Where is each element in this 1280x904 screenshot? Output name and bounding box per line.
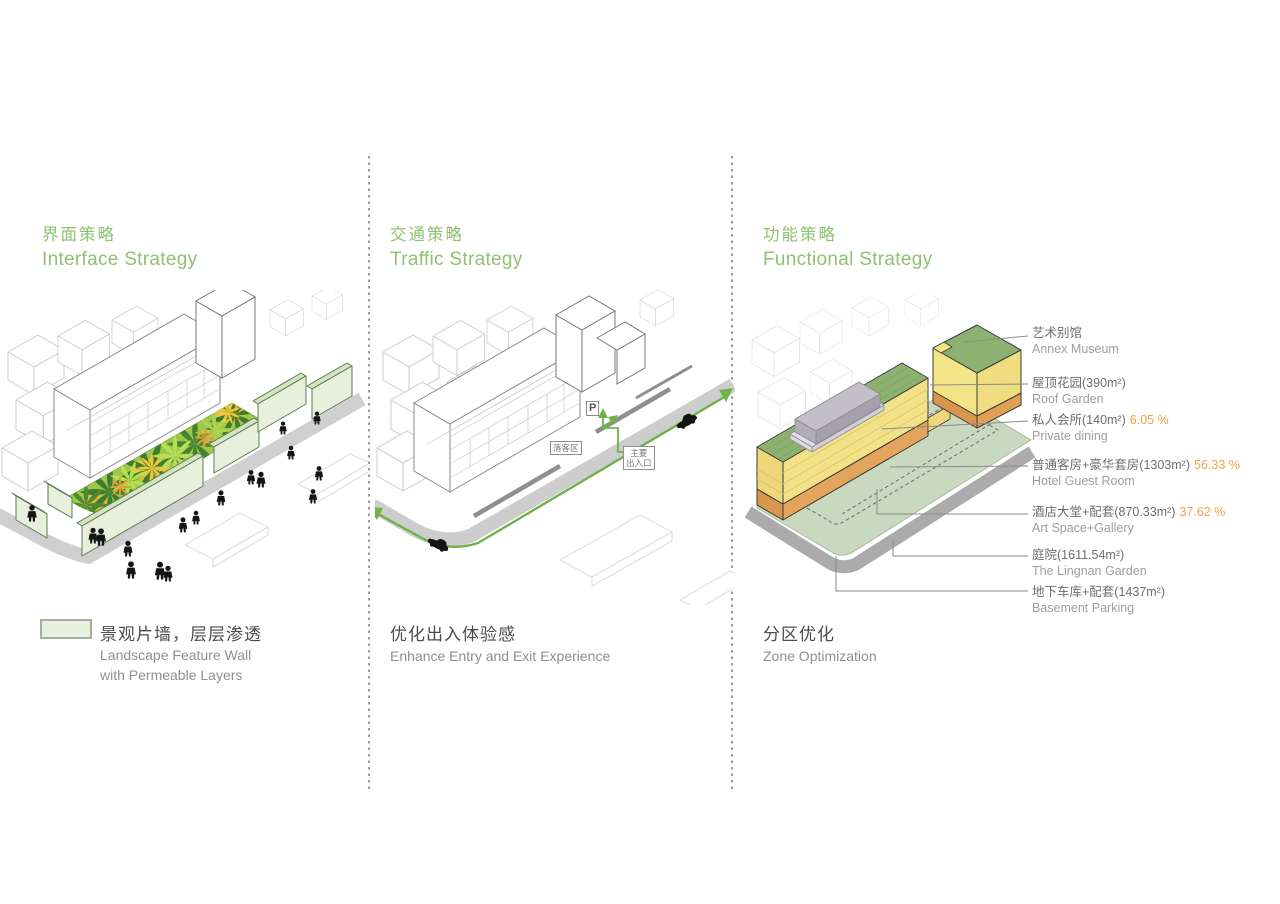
traffic-caption-en: Enhance Entry and Exit Experience [390, 648, 611, 664]
annotation-lingnan-garden: 庭院(1611.54m²) The Lingnan Garden [1032, 548, 1147, 579]
main-entrance-label: 主要 出入口 [623, 446, 655, 471]
road-medians [472, 364, 693, 518]
annotation-roof-garden: 屋顶花园(390m²) Roof Garden [1032, 376, 1130, 407]
functional-strategy-diagram [745, 295, 1035, 592]
annotation-zh: 艺术别馆 [1032, 326, 1083, 340]
annotation-pct: 37.62 % [1179, 505, 1226, 519]
parking-icon: P [586, 401, 600, 417]
annotation-en: The Lingnan Garden [1032, 563, 1147, 578]
dropoff-zone-label: 落客区 [550, 441, 582, 456]
functional-caption-en: Zone Optimization [763, 648, 877, 664]
functional-title-en: Functional Strategy [763, 249, 933, 270]
annotation-en: Basement Parking [1032, 600, 1135, 615]
annotation-pct: 6.05 % [1129, 413, 1169, 427]
street-road [0, 392, 366, 564]
private-dining-box [789, 381, 885, 453]
functional-caption-zh: 分区优化 [763, 625, 835, 644]
annex-tower [194, 290, 257, 379]
main-entrance-line1: 主要 [630, 448, 648, 458]
route-arrow-west [375, 507, 383, 520]
main-building [53, 313, 221, 479]
panel-title-functional: 功能策略 Functional Strategy [763, 221, 932, 271]
interface-caption-en-line1: Landscape Feature Wall [100, 647, 252, 663]
foreground-blocks [184, 453, 368, 568]
annotation-zh: 酒店大堂+配套(870.33m²)37.62 % [1032, 505, 1226, 519]
courtyard-ground [756, 390, 1032, 556]
road-shadow [745, 446, 1035, 574]
interface-title-zh: 界面策略 [42, 226, 116, 244]
landscape-wall-swatch [40, 619, 92, 639]
annotation-pct: 56.33 % [1194, 458, 1240, 472]
traffic-title-zh: 交通策略 [390, 226, 464, 244]
annotation-zh: 屋顶花园(390m²) [1032, 376, 1126, 390]
annotation-en: Private dining [1032, 428, 1108, 443]
traffic-caption-zh: 优化出入体验感 [390, 625, 516, 644]
annotation-en: Art Space+Gallery [1032, 520, 1134, 535]
main-entrance-line2: 出入口 [626, 458, 652, 469]
traffic-title-en: Traffic Strategy [390, 249, 523, 270]
annex-tower [554, 295, 646, 393]
panel-divider-right [731, 156, 733, 790]
functional-title-zh: 功能策略 [763, 226, 837, 244]
street-road [375, 378, 735, 547]
interface-caption-en: Landscape Feature Wall with Permeable La… [100, 646, 251, 685]
annotation-annex-museum: 艺术别馆 Annex Museum [1032, 326, 1119, 357]
panel-title-traffic: 交通策略 Traffic Strategy [390, 221, 523, 271]
annotation-en: Hotel Guest Room [1032, 473, 1135, 488]
interface-caption-zh: 景观片墙，层层渗透 [100, 625, 262, 644]
annotation-art-space: 酒店大堂+配套(870.33m²)37.62 % Art Space+Galle… [1032, 505, 1225, 536]
annotation-zh: 私人会所(140m²)6.05 % [1032, 413, 1169, 427]
annotation-zh: 庭院(1611.54m²) [1032, 548, 1125, 562]
route-arrow-east [719, 388, 733, 402]
entry-arrow [598, 408, 608, 418]
feature-walls [11, 362, 353, 557]
interface-strategy-diagram [0, 290, 368, 582]
annotation-private-dining: 私人会所(140m²)6.05 % Private dining [1032, 413, 1169, 444]
annex-museum-tower [932, 324, 1022, 429]
traffic-strategy-diagram [375, 290, 735, 605]
annotation-basement-parking: 地下车库+配套(1437m²) Basement Parking [1032, 585, 1169, 616]
annotation-zh: 地下车库+配套(1437m²) [1032, 585, 1166, 599]
leader-lines [835, 335, 1029, 592]
annotation-en: Roof Garden [1032, 391, 1104, 406]
foreground-blocks [559, 514, 735, 605]
hotel-bar-building [756, 377, 951, 521]
annotation-zh: 普通客房+豪华套房(1303m²)56.33 % [1032, 458, 1240, 472]
interface-caption-en-line2: with Permeable Layers [100, 666, 243, 683]
panel-title-interface: 界面策略 Interface Strategy [42, 221, 197, 271]
main-building [413, 327, 581, 493]
annotation-en: Annex Museum [1032, 341, 1119, 356]
annotation-hotel-guest-room: 普通客房+豪华套房(1303m²)56.33 % Hotel Guest Roo… [1032, 458, 1240, 489]
interface-title-en: Interface Strategy [42, 249, 198, 270]
panel-divider-left [368, 156, 370, 790]
entry-arrow-2 [608, 415, 618, 425]
